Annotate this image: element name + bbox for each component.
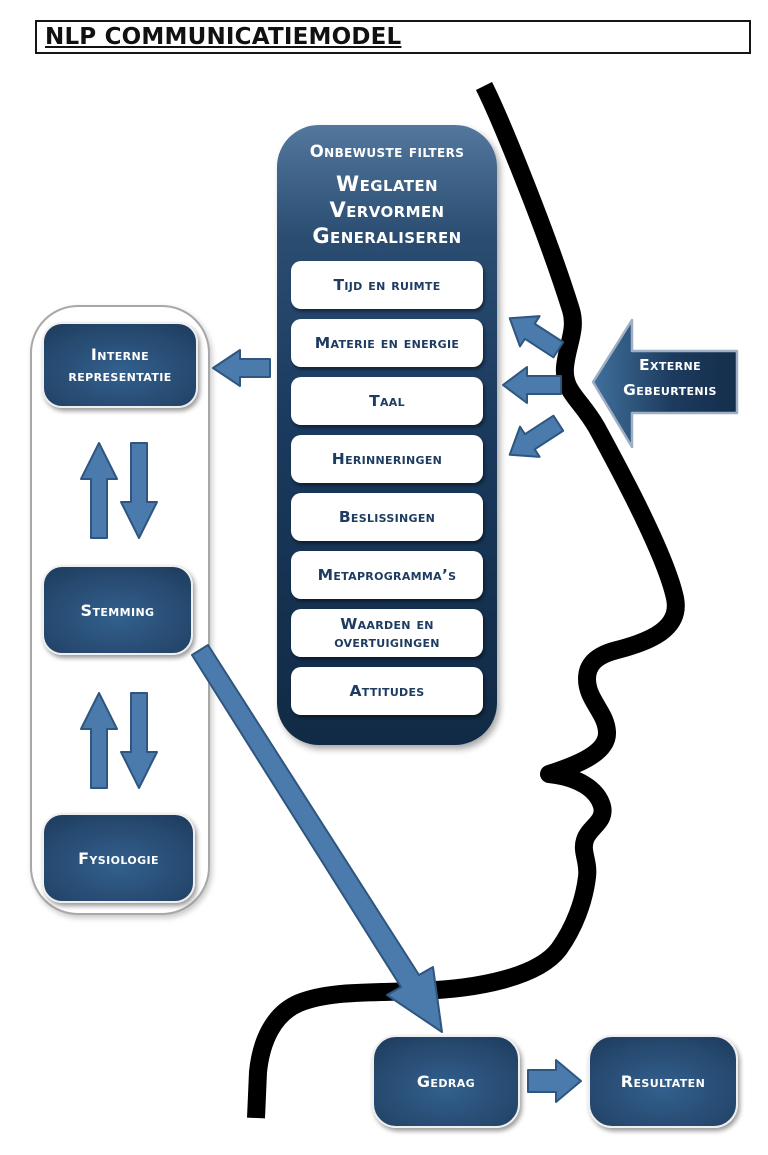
box-interne-representatie: Interne representatie	[42, 322, 198, 408]
arrow-externe-top-icon	[508, 315, 565, 359]
process-weglaten: Weglaten	[336, 172, 438, 196]
process-generaliseren: Generaliseren	[312, 224, 462, 248]
filter-taal: Taal	[291, 377, 483, 425]
box-stemming: Stemming	[42, 565, 193, 655]
box-resultaten: Resultaten	[588, 1035, 738, 1128]
box-fysiologie: Fysiologie	[42, 813, 195, 903]
arrow-externe-middle-icon	[502, 366, 562, 404]
filter-processes: Weglaten Vervormen Generaliseren	[277, 171, 497, 249]
arrow-gedrag-to-resultaten-icon	[527, 1059, 582, 1103]
filter-herinneringen: Herinneringen	[291, 435, 483, 483]
filter-beslissingen: Beslissingen	[291, 493, 483, 541]
filter-waarden-en-overtuigingen: Waarden en overtuigingen	[291, 609, 483, 657]
filters-panel-header: Onbewuste filters	[309, 142, 465, 161]
page-title: NLP COMMUNICATIEMODEL	[45, 24, 402, 50]
title-bar: NLP COMMUNICATIEMODEL	[35, 20, 751, 54]
arrow-externe-bottom-icon	[508, 414, 565, 458]
externe-label-line2: Gebeurtenis	[623, 381, 717, 399]
box-gedrag: Gedrag	[372, 1035, 520, 1128]
filter-tijd-en-ruimte: Tijd en ruimte	[291, 261, 483, 309]
process-vervormen: Vervormen	[329, 198, 445, 222]
arrow-filters-to-interne-icon	[212, 349, 271, 387]
filter-materie-en-energie: Materie en energie	[291, 319, 483, 367]
filter-attitudes: Attitudes	[291, 667, 483, 715]
filters-panel: Onbewuste filters Weglaten Vervormen Gen…	[277, 125, 497, 745]
filter-metaprogrammas: Metaprogramma’s	[291, 551, 483, 599]
filter-list: Tijd en ruimte Materie en energie Taal H…	[277, 261, 497, 715]
externe-gebeurtenis-label: Externe Gebeurtenis	[596, 353, 744, 403]
externe-label-line1: Externe	[638, 356, 702, 374]
